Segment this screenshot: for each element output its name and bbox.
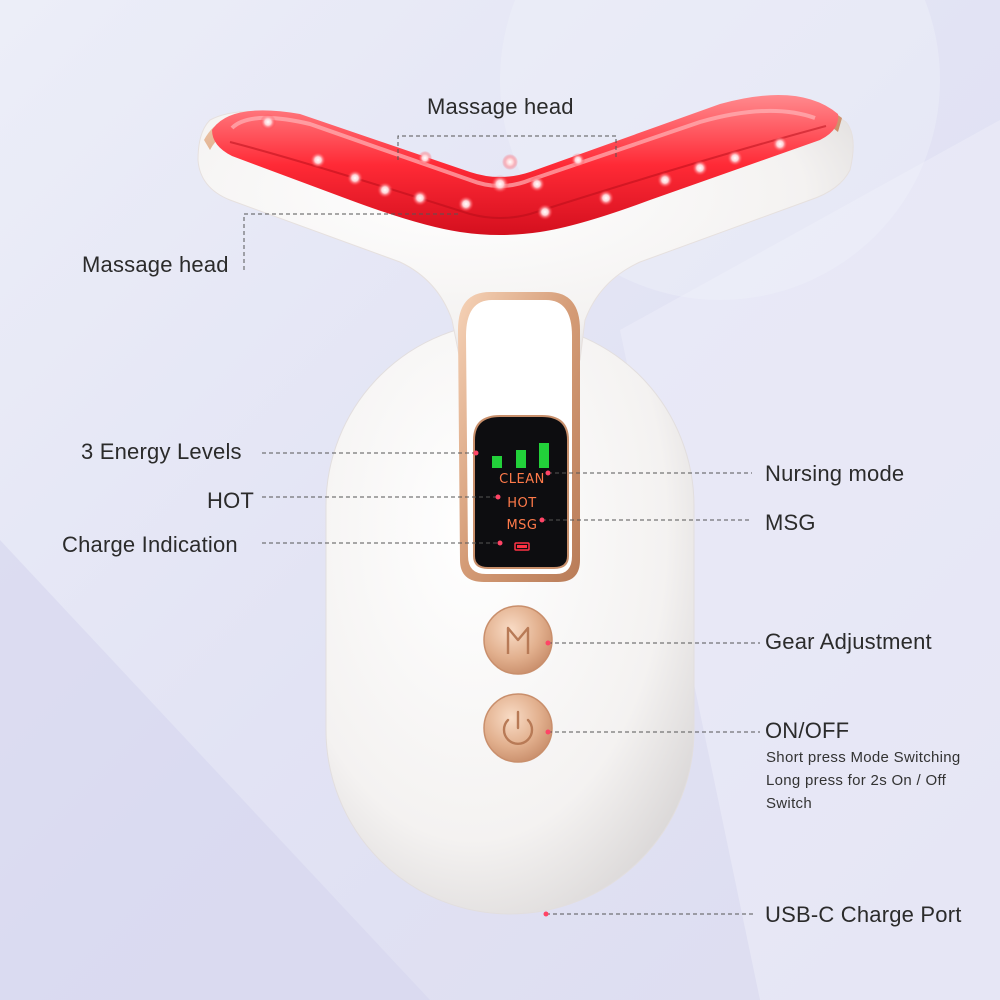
display-clean-text: CLEAN <box>499 472 545 487</box>
label-massage-head-left: Massage head <box>82 252 229 277</box>
label-massage-head-top: Massage head <box>427 94 574 119</box>
label-on-off: ON/OFF <box>765 718 850 743</box>
label-hot: HOT <box>207 488 255 513</box>
gear-button[interactable] <box>483 605 553 675</box>
display-hot-text: HOT <box>507 496 537 511</box>
pointer-dots <box>473 450 551 917</box>
energy-bar-1 <box>492 456 502 468</box>
on-off-desc-line-1: Short press Mode Switching <box>766 749 961 766</box>
m-letter-icon <box>506 626 530 654</box>
label-usb-port: USB-C Charge Port <box>765 902 962 927</box>
on-off-desc-line-3: Switch <box>766 795 812 812</box>
energy-bar-3 <box>539 443 549 468</box>
power-icon <box>502 710 534 745</box>
label-nursing-mode: Nursing mode <box>765 461 905 486</box>
label-charge-indication: Charge Indication <box>62 532 238 557</box>
label-gear-adjustment: Gear Adjustment <box>765 629 932 654</box>
on-off-desc-line-2: Long press for 2s On / Off <box>766 772 947 789</box>
battery-icon <box>514 542 530 551</box>
power-button[interactable] <box>483 693 553 763</box>
energy-bar-2 <box>516 450 526 468</box>
label-msg: MSG <box>765 510 816 535</box>
leader-lines <box>243 135 760 915</box>
display-msg-text: MSG <box>506 518 538 533</box>
label-energy-levels: 3 Energy Levels <box>81 439 242 464</box>
